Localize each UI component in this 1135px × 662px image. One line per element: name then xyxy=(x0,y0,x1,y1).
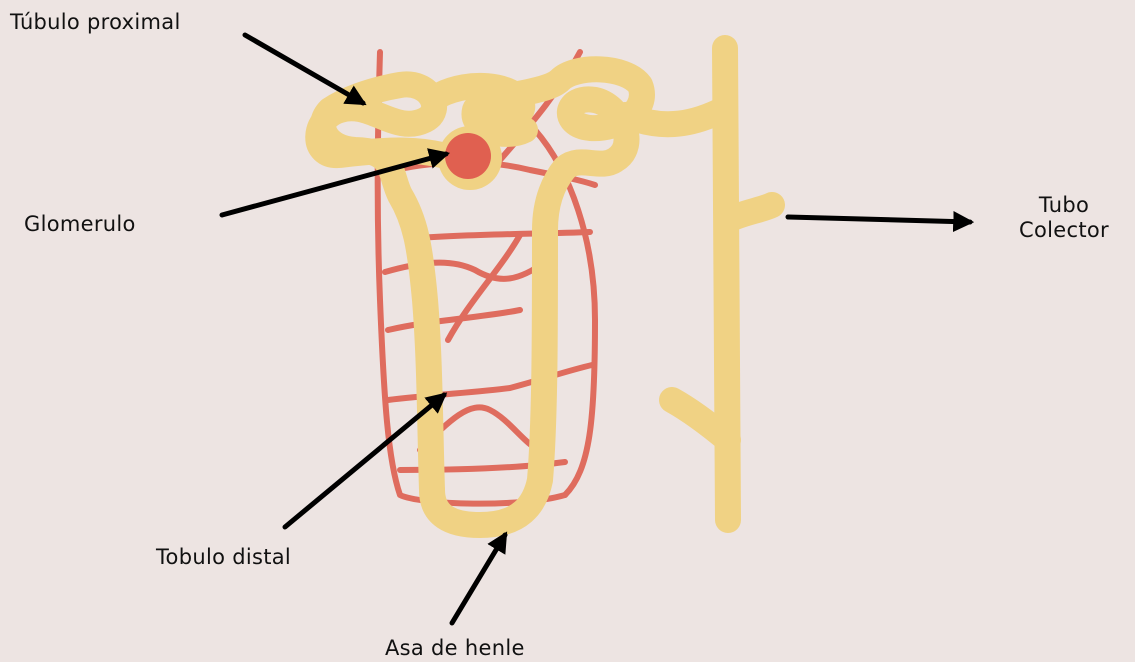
arrow-tubulo-proximal xyxy=(245,35,363,103)
label-asa-de-henle: Asa de henle xyxy=(385,636,525,660)
arrow-asa-de-henle xyxy=(452,535,505,623)
label-tubulo-proximal: Túbulo proximal xyxy=(10,10,181,34)
glomerulus xyxy=(438,126,502,190)
label-tobulo-distal: Tobulo distal xyxy=(156,545,291,569)
label-glomerulo: Glomerulo xyxy=(24,212,136,236)
nephron-tubule xyxy=(318,48,772,525)
collecting-branch-upper xyxy=(728,205,772,220)
arrow-tubo-colector xyxy=(788,217,970,222)
label-tubo-colector-line1: Tubo xyxy=(1003,193,1125,218)
glomerulus-capillary-tuft xyxy=(445,133,491,179)
label-tubo-colector: Tubo Colector xyxy=(1003,193,1125,243)
capillary-2 xyxy=(420,232,590,238)
capillary-6 xyxy=(448,235,520,340)
connecting-duct xyxy=(625,112,718,124)
label-tubo-colector-line2: Colector xyxy=(1003,218,1125,243)
